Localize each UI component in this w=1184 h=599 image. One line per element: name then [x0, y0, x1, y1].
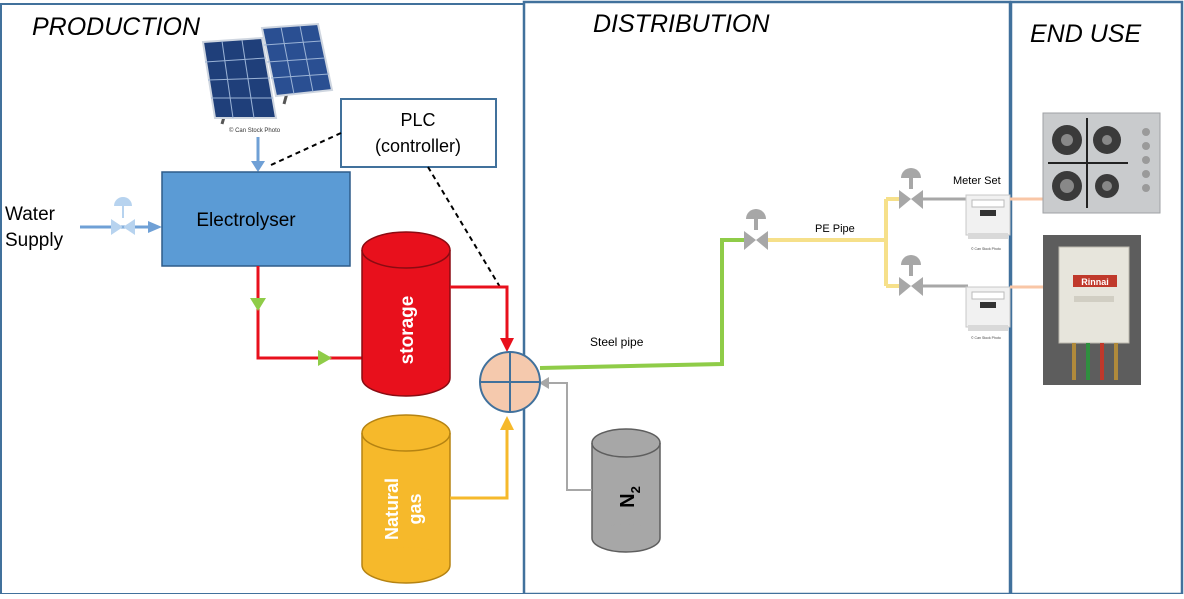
natural-gas-label-2: gas [405, 493, 425, 524]
storage-tank [361, 231, 451, 397]
meter-valve-top-icon [899, 168, 923, 209]
nitrogen-label: N2 [617, 486, 643, 508]
storage-to-mixer-line [450, 285, 509, 340]
meter-bottom-credit: © Can Stock Photo [971, 336, 1001, 340]
water-heater-brand: Rinnai [1081, 277, 1109, 287]
hydrogen-down-arrow [250, 298, 266, 311]
end-use-title: END USE [1030, 20, 1141, 48]
electrolyser-label: Electrolyser [196, 210, 296, 231]
solar-stock-credit: © Can Stock Photo [229, 127, 281, 134]
nitrogen-tank [591, 428, 661, 553]
plc-solar-signal [270, 132, 342, 166]
storage-label: storage [397, 296, 418, 365]
storage-to-mixer-arrow [500, 338, 514, 352]
electrolyser-box [161, 171, 351, 267]
distribution-title: DISTRIBUTION [593, 10, 770, 38]
water-supply-label-2: Supply [5, 230, 64, 251]
natural-gas-tank [361, 414, 451, 584]
mixer-icon [479, 351, 541, 413]
plc-sublabel: (controller) [375, 136, 461, 156]
production-title: PRODUCTION [32, 13, 201, 41]
water-supply-arrow [148, 221, 162, 233]
nitrogen-to-mixer-arrow [539, 377, 549, 389]
water-heater-icon [1043, 235, 1141, 385]
water-supply-label: Water [5, 204, 56, 225]
natural-gas-to-mixer-line [450, 425, 509, 500]
gas-meter-bottom-icon [965, 286, 1011, 331]
meter-valve-bottom-icon [899, 255, 923, 296]
steel-pipe-label: Steel pipe [590, 335, 644, 349]
water-valve-icon [111, 197, 135, 235]
meter-top-credit: © Can Stock Photo [971, 247, 1001, 251]
steel-pipe-line [539, 238, 750, 370]
plc-label: PLC [400, 110, 435, 130]
solar-feed-arrow [251, 161, 265, 172]
gas-meter-top-icon [965, 194, 1011, 239]
pe-pipe-label: PE Pipe [815, 223, 855, 235]
natural-gas-to-mixer-arrow [500, 416, 514, 430]
hydrogen-right-arrow [318, 350, 332, 366]
gas-cooktop-icon [1042, 112, 1161, 214]
nitrogen-to-mixer-line [545, 382, 592, 491]
hydrogen-line-to-storage [256, 266, 362, 360]
natural-gas-label: Natural [382, 478, 402, 540]
distribution-valve-icon [744, 209, 768, 250]
solar-panel-icon [201, 22, 334, 125]
meter-set-label: Meter Set [953, 175, 1001, 187]
